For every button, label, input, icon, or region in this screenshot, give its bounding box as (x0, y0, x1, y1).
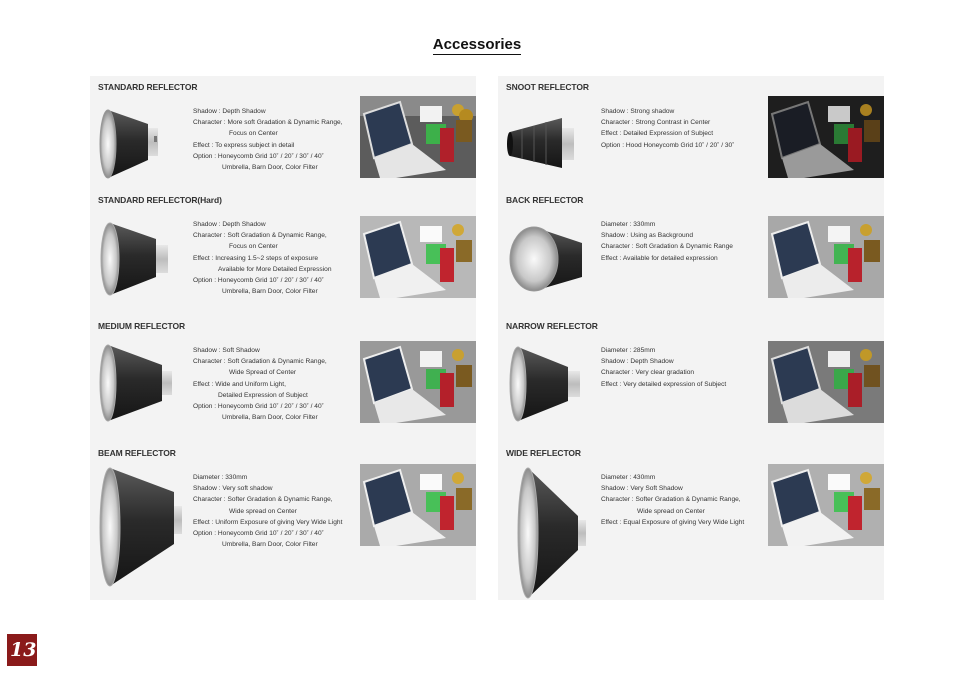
spec-line: Shadow : Using as Background (601, 232, 694, 240)
spec-line: Effect : Equal Exposure of giving Very W… (601, 518, 745, 526)
spec-line: Effect : Very detailed expression of Sub… (601, 380, 727, 388)
spec-line: Character : Soft Gradation & Dynamic Ran… (193, 232, 327, 240)
spec-line: Available for More Detailed Expression (218, 265, 332, 273)
reflector-icon (99, 467, 182, 587)
spec-line: Umbrella, Barn Door, Color Filter (222, 414, 318, 422)
section-beam-reflector: BEAM REFLECTOR Diameter : 330mm Shadow :… (90, 442, 482, 587)
spec-line: Shadow : Very soft shadow (193, 485, 273, 493)
reflector-icon (509, 346, 580, 422)
spec-line: Shadow : Depth Shadow (193, 221, 266, 228)
spec-line: Umbrella, Barn Door, Color Filter (222, 164, 318, 172)
spec-list: Shadow : Depth Shadow Character : Soft G… (193, 219, 363, 297)
spec-line: Character : Very clear gradation (601, 369, 695, 377)
page-title: Accessories (432, 36, 522, 55)
section-title: WIDE REFLECTOR (506, 448, 581, 458)
sample-photo-laptop-icon (360, 464, 476, 546)
section-title: STANDARD REFLECTOR(Hard) (98, 195, 222, 205)
reflector-icon (99, 109, 158, 179)
section-title: NARROW REFLECTOR (506, 321, 598, 331)
reflector-icon (99, 344, 172, 422)
spec-line: Wide spread on Center (637, 507, 705, 515)
spec-line: Shadow : Depth Shadow (193, 108, 266, 115)
spec-line: Wide Spread of Center (229, 369, 297, 377)
reflector-icon (507, 118, 574, 168)
spec-line: Option : Honeycomb Grid 10˚ / 20˚ / 30˚ … (193, 277, 324, 285)
spec-line: Umbrella, Barn Door, Color Filter (222, 288, 318, 296)
section-title: SNOOT REFLECTOR (506, 82, 589, 92)
section-title: STANDARD REFLECTOR (98, 82, 198, 92)
section-medium-reflector: MEDIUM REFLECTOR Shadow : Soft Shadow Ch… (90, 315, 482, 433)
spec-line: Character : Strong Contrast in Center (601, 119, 711, 127)
section-title: BACK REFLECTOR (506, 195, 584, 205)
section-standard-reflector: STANDARD REFLECTOR Shadow : Depth Shadow… (90, 76, 482, 194)
page-number-underline (7, 663, 37, 665)
section-narrow-reflector: NARROW REFLECTOR Diameter : 285mm Shadow… (498, 315, 890, 433)
sample-photo-laptop-icon (768, 464, 884, 546)
spec-line: Effect : Wide and Uniform Light, (193, 380, 286, 388)
spec-line: Diameter : 430mm (601, 474, 656, 481)
reflector-icon (509, 226, 582, 292)
spec-list: Diameter : 430mm Shadow : Very Soft Shad… (601, 472, 771, 528)
spec-list: Diameter : 330mm Shadow : Using as Backg… (601, 219, 771, 264)
spec-line: Effect : Detailed Expression of Subject (601, 130, 714, 138)
spec-list: Shadow : Depth Shadow Character : More s… (193, 106, 363, 173)
spec-list: Diameter : 285mm Shadow : Depth Shadow C… (601, 345, 771, 390)
page-number: 13 (7, 634, 37, 666)
spec-line: Effect : To express subject in detail (193, 141, 295, 149)
spec-list: Diameter : 330mm Shadow : Very soft shad… (193, 472, 363, 550)
section-snoot-reflector: SNOOT REFLECTOR Shadow : Strong shadow C… (498, 76, 890, 194)
spec-line: Focus on Center (229, 130, 278, 138)
section-wide-reflector: WIDE REFLECTOR Diameter : 430mm Shadow :… (498, 442, 890, 599)
spec-line: Option : Hood Honeycomb Grid 10˚ / 20˚ /… (601, 141, 735, 149)
spec-line: Umbrella, Barn Door, Color Filter (222, 541, 318, 549)
spec-line: Effect : Uniform Exposure of giving Very… (193, 518, 343, 526)
spec-list: Shadow : Strong shadow Character : Stron… (601, 106, 771, 151)
spec-line: Character : More soft Gradation & Dynami… (193, 119, 343, 127)
spec-line: Option : Honeycomb Grid 10˚ / 20˚ / 30˚ … (193, 152, 324, 160)
spec-line: Character : Soft Gradation & Dynamic Ran… (193, 358, 327, 366)
sample-photo-laptop-icon (360, 341, 476, 423)
spec-line: Detailed Expression of Subject (218, 391, 308, 399)
spec-line: Diameter : 330mm (601, 221, 656, 228)
spec-line: Shadow : Depth Shadow (601, 358, 674, 366)
sample-photo-laptop-icon (768, 341, 884, 423)
spec-line: Effect : Increasing 1.5~2 steps of expos… (193, 254, 319, 262)
spec-line: Focus on Center (229, 243, 278, 251)
reflector-icon (100, 222, 168, 296)
section-title: BEAM REFLECTOR (98, 448, 176, 458)
section-title: MEDIUM REFLECTOR (98, 321, 186, 331)
spec-list: Shadow : Soft Shadow Character : Soft Gr… (193, 345, 363, 423)
sample-photo-laptop-icon (360, 96, 476, 178)
spec-line: Option : Honeycomb Grid 10˚ / 20˚ / 30˚ … (193, 530, 324, 538)
section-back-reflector: BACK REFLECTOR Diameter : 330mm Shadow :… (498, 189, 890, 307)
spec-line: Shadow : Soft Shadow (193, 347, 260, 354)
spec-line: Character : Softer Gradation & Dynamic R… (601, 496, 741, 504)
spec-line: Option : Honeycomb Grid 10˚ / 20˚ / 30˚ … (193, 403, 324, 411)
sample-photo-laptop-icon (360, 216, 476, 298)
spec-line: Effect : Available for detailed expressi… (601, 254, 718, 262)
spec-line: Character : Soft Gradation & Dynamic Ran… (601, 243, 733, 251)
spec-line: Shadow : Strong shadow (601, 108, 675, 115)
reflector-icon (517, 467, 586, 599)
spec-line: Character : Softer Gradation & Dynamic R… (193, 496, 333, 504)
sample-photo-laptop-icon (768, 96, 884, 178)
spec-line: Wide spread on Center (229, 507, 297, 515)
sample-photo-laptop-icon (768, 216, 884, 298)
section-standard-reflector-hard: STANDARD REFLECTOR(Hard) Shadow : Depth … (90, 189, 482, 307)
spec-line: Diameter : 285mm (601, 347, 656, 354)
spec-line: Diameter : 330mm (193, 474, 248, 481)
spec-line: Shadow : Very Soft Shadow (601, 485, 683, 493)
